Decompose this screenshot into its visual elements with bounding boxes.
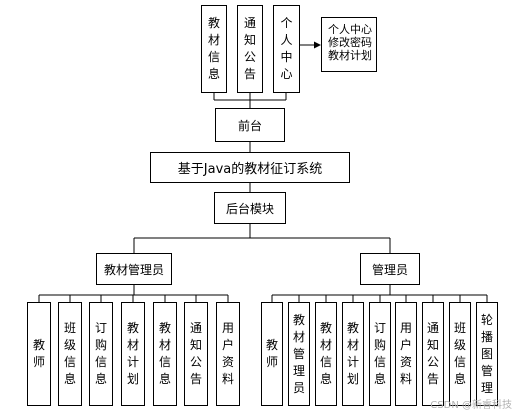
note-line-change-password: 修改密码: [328, 36, 372, 49]
admin-module-textbook-info: 教材信息: [315, 302, 337, 406]
system-title-node: 基于Java的教材征订系统: [150, 152, 350, 183]
frontend-module-textbook-info: 教材信息: [201, 5, 227, 93]
ta-module-order-info: 订购信息: [89, 302, 113, 406]
backend-node: 后台模块: [214, 192, 286, 224]
admin-node: 管理员: [360, 253, 420, 285]
frontend-node: 前台: [215, 108, 285, 142]
ta-module-notice: 通知公告: [184, 302, 208, 406]
ta-module-teacher: 教师: [27, 302, 51, 406]
ta-module-textbook-plan: 教材计划: [121, 302, 145, 406]
watermark: CSDN @新睿科技: [430, 400, 512, 411]
admin-module-order-info: 订购信息: [369, 302, 391, 406]
ta-module-textbook-info: 教材信息: [153, 302, 177, 406]
admin-module-carousel-management: 轮播图管理: [476, 302, 498, 406]
ta-module-user-profile: 用户资料: [216, 302, 240, 406]
admin-module-class-info: 班级信息: [449, 302, 471, 406]
frontend-module-personal-center: 个人中心: [273, 5, 300, 93]
textbook-admin-node: 教材管理员: [96, 253, 172, 285]
admin-module-user-profile: 用户资料: [395, 302, 417, 406]
ta-module-class-info: 班级信息: [58, 302, 82, 406]
personal-center-note: 个人中心 修改密码 教材计划: [321, 17, 377, 72]
note-line-personal-center: 个人中心: [328, 23, 372, 36]
admin-module-textbook-admin: 教材管理员: [288, 302, 310, 406]
frontend-module-notice: 通知公告: [237, 5, 263, 93]
admin-module-teacher: 教师: [261, 302, 283, 406]
note-line-textbook-plan: 教材计划: [328, 49, 372, 62]
admin-module-notice: 通知公告: [422, 302, 444, 406]
admin-module-textbook-plan: 教材计划: [342, 302, 364, 406]
arrow-head-icon: [314, 41, 321, 49]
